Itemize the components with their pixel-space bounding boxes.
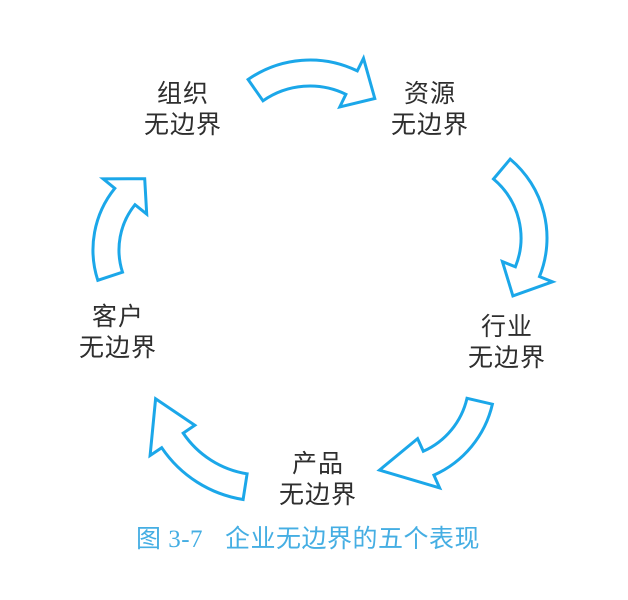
node-industry-line2: 无边界 (467, 345, 547, 372)
node-customer: 客户 无边界 (79, 302, 157, 364)
node-industry: 行业 无边界 (468, 312, 546, 374)
node-customer-line1: 客户 (91, 304, 145, 331)
node-organization-line2: 无边界 (143, 112, 223, 139)
arrow-customer-to-organization-icon (91, 177, 149, 283)
node-resources: 资源 无边界 (391, 79, 469, 141)
figure-caption-number: 图 3-7 (135, 526, 204, 553)
node-organization-line1: 组织 (156, 81, 210, 108)
figure-caption-title: 企业无边界的五个表现 (225, 526, 481, 553)
arrow-product-to-customer-icon (148, 396, 249, 502)
node-customer-line2: 无边界 (78, 335, 158, 362)
node-resources-line2: 无边界 (390, 112, 470, 139)
node-industry-line1: 行业 (480, 314, 534, 341)
node-product-line1: 产品 (291, 451, 345, 478)
arrow-resources-to-industry-icon (491, 156, 557, 298)
node-product-line2: 无边界 (278, 482, 358, 509)
figure-caption: 图 3-7 企业无边界的五个表现 (136, 519, 480, 555)
arrow-industry-to-product-icon (376, 396, 495, 491)
arrow-organization-to-resources-icon (246, 54, 377, 110)
node-resources-line1: 资源 (403, 81, 457, 108)
node-product: 产品 无边界 (279, 449, 357, 511)
node-organization: 组织 无边界 (144, 79, 222, 141)
